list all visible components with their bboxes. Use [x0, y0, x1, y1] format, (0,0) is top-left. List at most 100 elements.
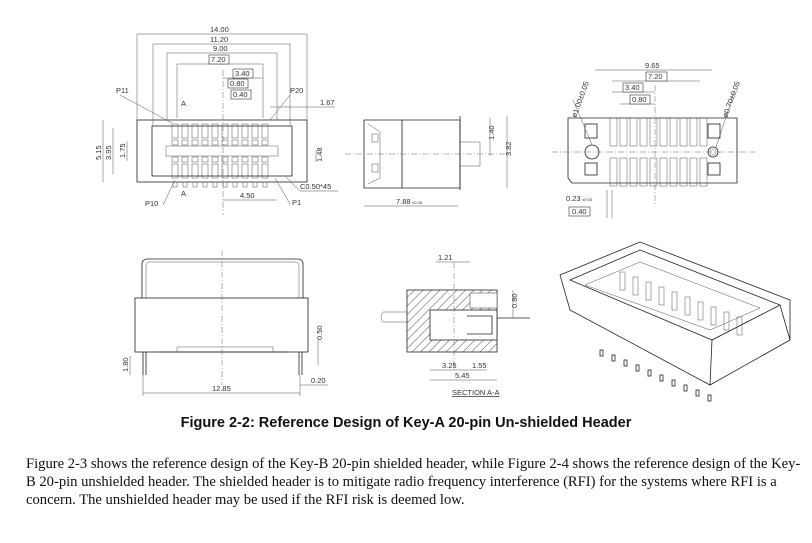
- pcb-dim-3-40: 3.40: [625, 83, 640, 92]
- hole-small-dim: ø0.70±0.05: [720, 80, 741, 119]
- pin-outline: [619, 157, 628, 187]
- pcb-dim-9-65: 9.65: [645, 61, 660, 70]
- pin-outline: [671, 379, 676, 387]
- pin-outline: [609, 157, 618, 187]
- pin-outline: [669, 117, 678, 147]
- dim-0-40: 0.40: [233, 90, 248, 99]
- dim-14-00: 14.00: [210, 25, 229, 34]
- pin-outline: [252, 181, 258, 188]
- pin-outline: [221, 163, 229, 179]
- pin-outline: [639, 117, 648, 147]
- pin-outline: [222, 181, 228, 188]
- section-mark-top: A: [181, 99, 186, 108]
- pin-outline: [221, 123, 229, 139]
- pin-outline: [182, 181, 188, 188]
- pin-outline: [201, 163, 209, 179]
- hole-large-dim: ø1.00±0.05: [569, 80, 590, 119]
- pcb-dim-0-23: 0.23: [566, 194, 581, 203]
- section-dim-5-45: 5.45: [455, 371, 470, 380]
- pcb-dim-0-40: 0.40: [572, 207, 587, 216]
- dim-3-40: 3.40: [235, 69, 250, 78]
- pin-outline: [695, 389, 700, 397]
- pin-outline: [231, 123, 239, 139]
- dim-3-82: 3.82: [504, 141, 513, 156]
- front-dim-12-85: 12.85: [212, 384, 231, 393]
- dim-3-95: 3.95: [104, 145, 113, 160]
- body-paragraph: Figure 2-3 shows the reference design of…: [26, 456, 801, 508]
- front-view-drawing: 12.85 1.80 0.50 0.20: [121, 250, 328, 396]
- pin-outline: [211, 163, 219, 179]
- pin-outline: [241, 156, 249, 163]
- pin-label-p20: P20: [290, 86, 303, 95]
- pin-outline: [261, 156, 269, 163]
- pcb-dim-0-80: 0.80: [632, 95, 647, 104]
- dim-11-20: 11.20: [210, 35, 228, 44]
- pin-outline: [241, 139, 249, 146]
- pin-outline: [679, 117, 688, 147]
- pin-outline: [201, 139, 209, 146]
- dim-0-80: 0.80: [230, 79, 245, 88]
- pin-outline: [261, 139, 269, 146]
- pcb-dim-0-23-tol: ±0.05: [582, 197, 593, 202]
- pin-outline: [211, 139, 219, 146]
- pin-outline: [649, 117, 658, 147]
- pin-outline: [261, 123, 269, 139]
- pin-outline: [619, 117, 628, 147]
- side-view-drawing: 7.88 ±0.05 1.40 3.82: [345, 116, 513, 207]
- pcb-footprint-drawing: 9.65 7.20 3.40 0.80 ø1.00±0.05 ø0.70±0.0…: [552, 61, 755, 218]
- pin-outline: [689, 157, 698, 187]
- figure-caption: Figure 2-2: Reference Design of Key-A 20…: [180, 415, 632, 431]
- pin-outline: [707, 394, 712, 402]
- dim-7-20: 7.20: [211, 55, 226, 64]
- pin-outline: [221, 139, 229, 146]
- dim-chamfer: C0.50*45: [300, 182, 331, 191]
- pin-outline: [599, 349, 604, 357]
- pin-outline: [211, 123, 219, 139]
- section-dim-3-25: 3.25: [442, 361, 457, 370]
- pin-outline: [639, 157, 648, 187]
- pin-outline: [201, 156, 209, 163]
- pin-outline: [181, 139, 189, 146]
- dim-7-88: 7.88: [396, 197, 411, 206]
- pin-outline: [171, 123, 179, 139]
- dim-1-75: 1.75: [118, 143, 127, 158]
- pin-outline: [629, 157, 638, 187]
- pin-outline: [629, 117, 638, 147]
- pin-outline: [649, 157, 658, 187]
- pin-outline: [191, 156, 199, 163]
- pin-outline: [192, 181, 198, 188]
- pin-outline: [659, 374, 664, 382]
- dim-1-40: 1.40: [487, 125, 496, 140]
- dim-4-50: 4.50: [240, 191, 255, 200]
- pin-label-p1: P1: [292, 198, 301, 207]
- section-view-drawing: 1.21 0.80 3.25 1.55 5.45 SECTION A-A: [380, 253, 530, 397]
- pin-label-p11: P11: [116, 86, 129, 95]
- pin-outline: [659, 117, 668, 147]
- pin-outline: [609, 117, 618, 147]
- pin-outline: [683, 384, 688, 392]
- pin-outline: [679, 157, 688, 187]
- top-view-drawing: 14.00 11.20 9.00 7.20 3.40 0.80 0.40 1.6…: [94, 25, 338, 215]
- pin-outline: [242, 181, 248, 188]
- pin-outline: [261, 163, 269, 179]
- pin-outline: [191, 123, 199, 139]
- pin-outline: [699, 117, 708, 147]
- pin-outline: [611, 354, 616, 362]
- pin-outline: [181, 163, 189, 179]
- section-dim-0-80: 0.80: [510, 293, 519, 308]
- pin-outline: [231, 156, 239, 163]
- pin-outline: [241, 123, 249, 139]
- pin-outline: [684, 296, 691, 316]
- pin-outline: [181, 156, 189, 163]
- pin-outline: [231, 163, 239, 179]
- pin-outline: [699, 157, 708, 187]
- pin-outline: [201, 123, 209, 139]
- pin-label-p10: P10: [145, 199, 158, 208]
- reference-design-drawings: 14.00 11.20 9.00 7.20 3.40 0.80 0.40 1.6…: [94, 25, 791, 402]
- pin-outline: [211, 156, 219, 163]
- pin-outline: [171, 163, 179, 179]
- pcb-dim-7-20: 7.20: [648, 72, 663, 81]
- pin-outline: [659, 157, 668, 187]
- pin-outline: [619, 271, 626, 291]
- pin-outline: [221, 156, 229, 163]
